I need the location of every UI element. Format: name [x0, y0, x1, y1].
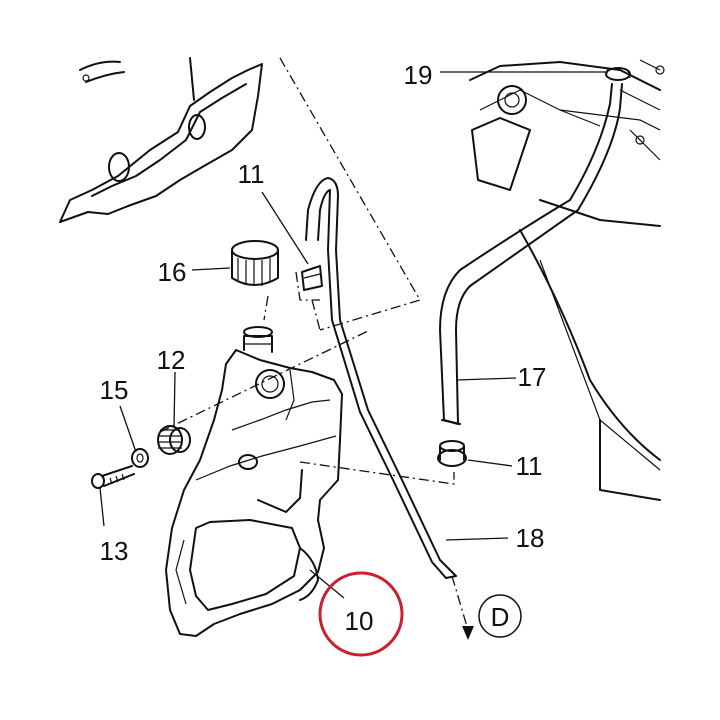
leader-lines: [99, 71, 608, 599]
washer: [131, 448, 149, 468]
rear-frame-outline: [469, 59, 665, 501]
assembly-lines: [159, 57, 469, 631]
direction-arrow: [462, 626, 474, 640]
hose-fitting-lower: [437, 440, 467, 467]
hose-fitting-upper: [301, 265, 323, 291]
filler-cap: [231, 240, 279, 286]
threaded-insert: [157, 425, 191, 455]
callout-11-top: 11: [238, 159, 265, 189]
callout-12: 12: [157, 345, 186, 375]
callout-18: 18: [516, 523, 545, 553]
callout-13: 13: [100, 536, 129, 566]
callout-15: 15: [100, 375, 129, 405]
callout-19: 19: [404, 60, 433, 90]
frame-bracket: [59, 57, 263, 223]
highlight-circle: [318, 571, 404, 657]
callout-17: 17: [518, 362, 547, 392]
fuel-hose: [439, 83, 623, 425]
reference-d-label: D: [491, 602, 510, 632]
callout-16: 16: [158, 257, 187, 287]
callout-11-lower: 11: [516, 451, 543, 481]
screw: [91, 465, 135, 489]
callout-10: 10: [345, 606, 374, 636]
reference-d-circle: [478, 594, 522, 638]
fuel-tank: [165, 326, 343, 637]
breather-hose: [305, 177, 457, 579]
